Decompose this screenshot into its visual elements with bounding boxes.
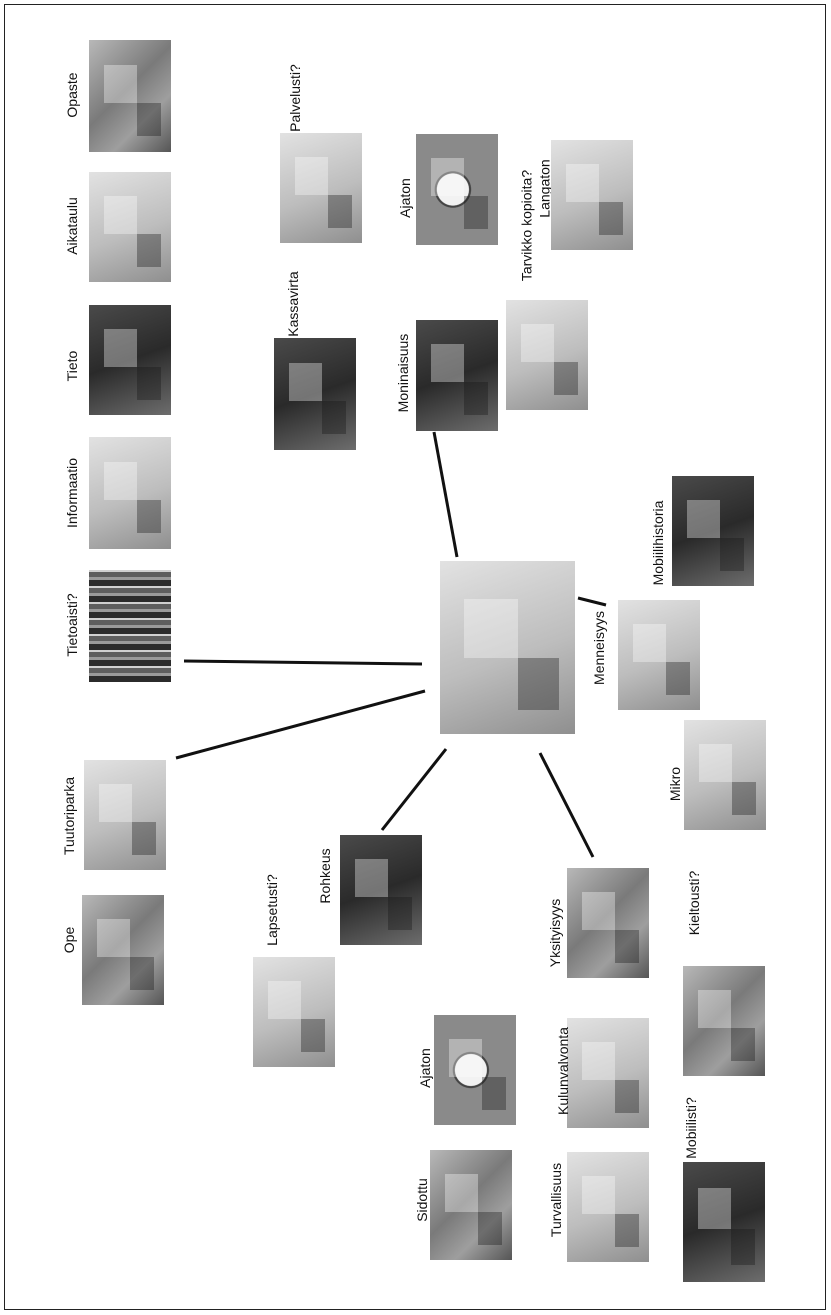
line-menneisyys <box>577 596 607 607</box>
line-tuutoriparka <box>175 689 426 760</box>
label-aikataulu: Aikataulu <box>64 197 80 255</box>
photo-moninaisuus <box>416 320 498 431</box>
photo-tarvikko <box>506 300 588 410</box>
label-menneisyys: Menneisyys <box>591 611 607 685</box>
photo-langaton <box>551 140 633 250</box>
label-lapsetusti: Lapsetusti? <box>264 874 280 946</box>
photo-mikro <box>684 720 766 830</box>
photo-mobiilisti <box>683 1162 765 1282</box>
label-kassavirta: Kassavirta <box>285 271 301 337</box>
photo-kassavirta <box>274 338 356 450</box>
photo-ajaton-top <box>416 134 498 245</box>
photo-tietoaisti <box>89 570 171 682</box>
label-mobiilihistoria: Mobiilihistoria <box>650 500 666 586</box>
photo-opaste <box>89 40 171 152</box>
label-sidottu: Sidottu <box>414 1178 430 1222</box>
photo-rohkeus <box>340 835 422 945</box>
photo-lapsetusti <box>253 957 335 1067</box>
photo-tuutoriparka <box>84 760 166 870</box>
line-moninaisuus <box>432 431 459 558</box>
line-yksityisyys <box>538 752 595 858</box>
label-palvelusti: Palvelusti? <box>287 64 303 132</box>
label-yksityisyys: Yksityisyys <box>547 898 563 968</box>
label-tietoaisti: Tietoaisti? <box>64 593 80 657</box>
diagram-frame <box>4 4 826 1310</box>
label-moninaisuus: Moninaisuus <box>395 333 411 413</box>
label-tarvikko: Tarvikko kopioita? <box>518 169 535 282</box>
label-mobiilisti: Mobiilisti? <box>683 1097 699 1159</box>
label-kieltousti: Kieltousti? <box>686 870 702 936</box>
photo-yksityisyys <box>567 868 649 978</box>
photo-mobiilihistoria <box>672 476 754 586</box>
label-mikro: Mikro <box>667 766 683 802</box>
line-rohkeus <box>380 748 448 831</box>
line-tietoaisti <box>183 659 423 666</box>
photo-tieto <box>89 305 171 415</box>
label-ope: Ope <box>61 926 77 954</box>
photo-aikataulu <box>89 172 171 282</box>
photo-sidottu <box>430 1150 512 1260</box>
photo-informaatio <box>89 437 171 549</box>
photo-ope <box>82 895 164 1005</box>
photo-palvelusti <box>280 133 362 243</box>
center-photo <box>440 561 575 734</box>
photo-kulunvalvonta <box>567 1018 649 1128</box>
photo-kieltousti <box>683 966 765 1076</box>
photo-ajaton-bottom <box>434 1015 516 1125</box>
label-ajaton-top: Ajaton <box>397 178 413 218</box>
photo-menneisyys <box>618 600 700 710</box>
label-rohkeus: Rohkeus <box>317 848 333 904</box>
label-turvallisuus: Turvallisuus <box>548 1162 564 1238</box>
photo-turvallisuus <box>567 1152 649 1262</box>
